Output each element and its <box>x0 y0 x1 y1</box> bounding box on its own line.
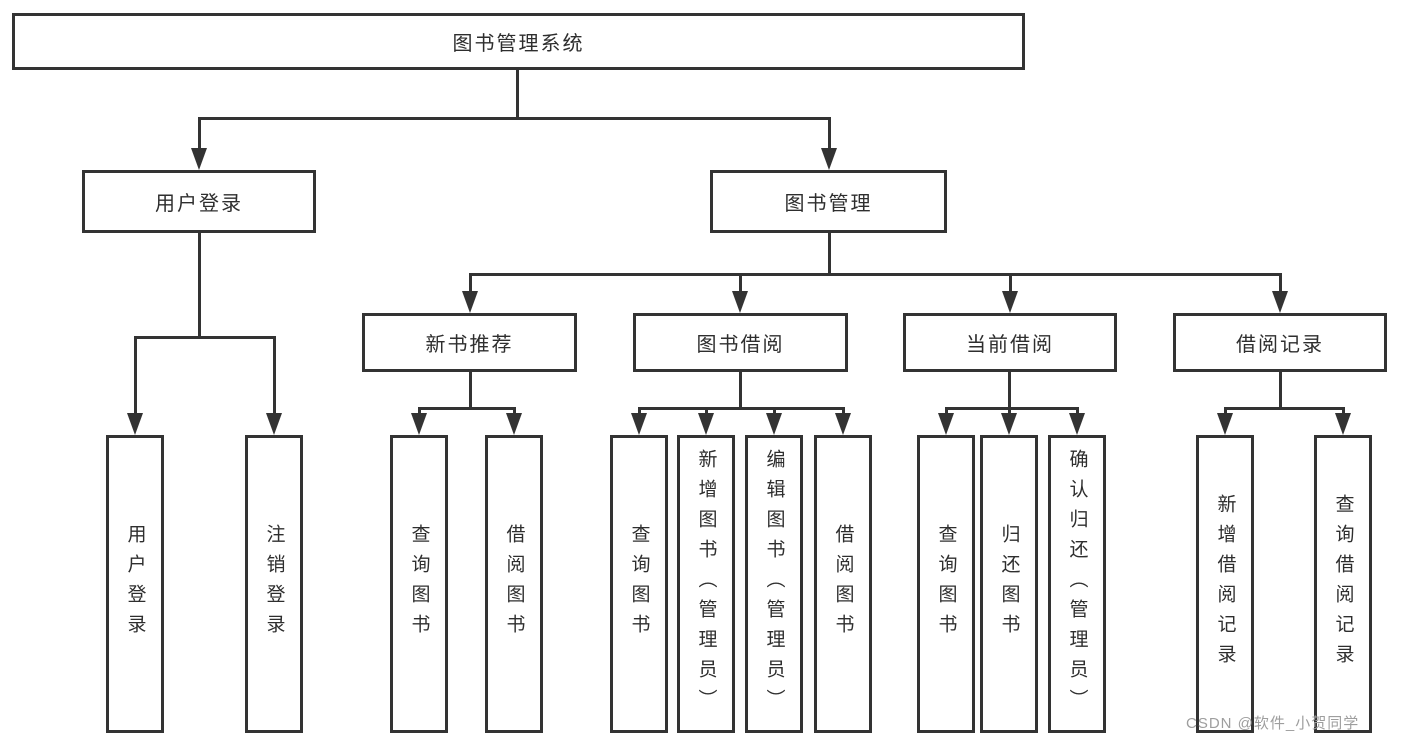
leaf-edit-books-admin: 编辑图书（管理员） <box>745 435 803 733</box>
leaf-add-borrow-record: 新增借阅记录 <box>1196 435 1254 733</box>
arrow-down-icon <box>1001 413 1017 435</box>
drop-line <box>842 407 845 416</box>
arrow-down-icon <box>127 413 143 435</box>
arrow-down-icon <box>766 413 782 435</box>
leaf-query-borrow-record: 查询借阅记录 <box>1314 435 1372 733</box>
drop-line <box>705 407 708 416</box>
drop-line <box>134 336 137 416</box>
arrow-down-icon <box>506 413 522 435</box>
leaf-query-books-recommend: 查询图书 <box>390 435 448 733</box>
leaf-borrow-books: 借阅图书 <box>814 435 872 733</box>
leaf-query-books-borrow: 查询图书 <box>610 435 668 733</box>
drop-line <box>1224 407 1227 416</box>
drop-line <box>1342 407 1345 416</box>
leaf-add-books-admin: 新增图书（管理员） <box>677 435 735 733</box>
drop-line <box>273 336 276 416</box>
drop-line <box>1279 273 1282 293</box>
user-login-bus-line <box>134 336 276 339</box>
current-borrow-stem-line <box>1008 372 1011 408</box>
user-login-stem-line <box>198 233 201 336</box>
drop-line <box>1009 273 1012 293</box>
arrow-down-icon <box>835 413 851 435</box>
drop-line <box>1076 407 1079 416</box>
borrow-records-bus-line <box>1224 407 1345 410</box>
drop-line <box>418 407 421 416</box>
arrow-down-icon <box>1002 291 1018 313</box>
node-book-borrow: 图书借阅 <box>633 313 848 372</box>
leaf-query-books-current: 查询图书 <box>917 435 975 733</box>
node-root: 图书管理系统 <box>12 13 1025 70</box>
arrow-down-icon <box>1069 413 1085 435</box>
drop-line <box>469 273 472 293</box>
leaf-return-books: 归还图书 <box>980 435 1038 733</box>
node-borrow-records: 借阅记录 <box>1173 313 1387 372</box>
drop-line <box>198 117 201 151</box>
node-current-borrow: 当前借阅 <box>903 313 1117 372</box>
book-mgmt-stem-line <box>828 233 831 274</box>
arrow-down-icon <box>1335 413 1351 435</box>
arrow-down-icon <box>462 291 478 313</box>
drop-line <box>773 407 776 416</box>
drop-line <box>1008 407 1011 416</box>
drop-line <box>828 117 831 151</box>
leaf-borrow-books-recommend: 借阅图书 <box>485 435 543 733</box>
arrow-down-icon <box>266 413 282 435</box>
new-books-stem-line <box>469 372 472 408</box>
new-books-bus-line <box>418 407 516 410</box>
leaf-user-login: 用户登录 <box>106 435 164 733</box>
book-borrow-stem-line <box>739 372 742 408</box>
node-user-login: 用户登录 <box>82 170 316 233</box>
book-borrow-bus-line <box>638 407 844 410</box>
arrow-down-icon <box>411 413 427 435</box>
drop-line <box>739 273 742 293</box>
level3-bus-line <box>469 273 1282 276</box>
drop-line <box>638 407 641 416</box>
current-borrow-bus-line <box>945 407 1079 410</box>
csdn-watermark: CSDN @软件_小贺同学 <box>1186 715 1360 732</box>
drop-line <box>945 407 948 416</box>
node-book-management: 图书管理 <box>710 170 947 233</box>
drop-line <box>513 407 516 416</box>
borrow-records-stem-line <box>1279 372 1282 408</box>
arrow-down-icon <box>1217 413 1233 435</box>
arrow-down-icon <box>1272 291 1288 313</box>
leaf-confirm-return-admin: 确认归还（管理员） <box>1048 435 1106 733</box>
arrow-down-icon <box>698 413 714 435</box>
arrow-down-icon <box>732 291 748 313</box>
level2-bus-line <box>198 117 831 120</box>
arrow-down-icon <box>631 413 647 435</box>
node-new-book-recommend: 新书推荐 <box>362 313 577 372</box>
root-stem-line <box>516 70 519 118</box>
leaf-logout: 注销登录 <box>245 435 303 733</box>
arrow-down-icon <box>821 148 837 170</box>
arrow-down-icon <box>191 148 207 170</box>
arrow-down-icon <box>938 413 954 435</box>
